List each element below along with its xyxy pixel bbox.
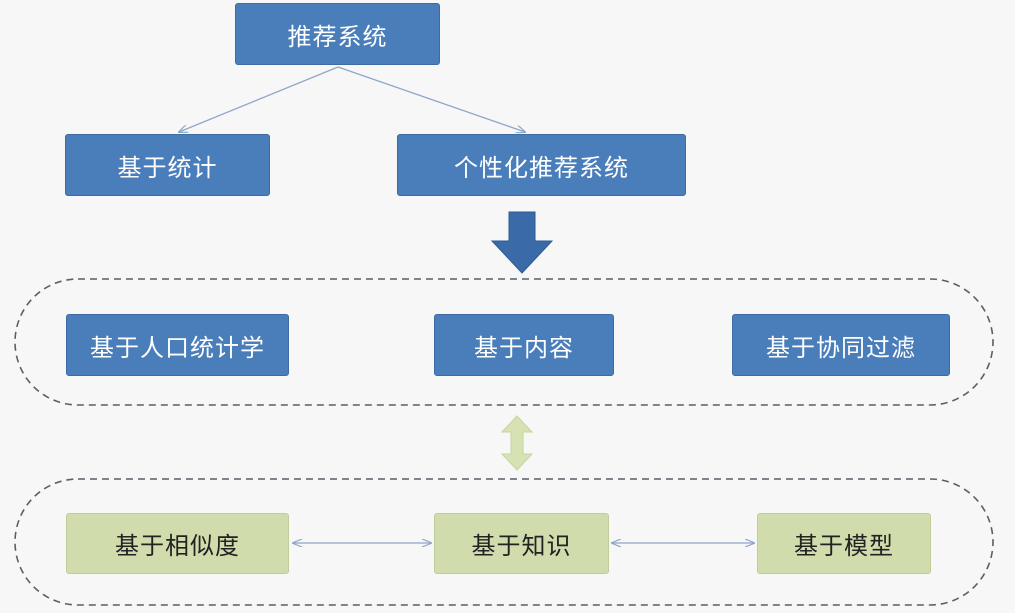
node-collaborative-filtering: 基于协同过滤 [732, 314, 950, 376]
node-similarity-based: 基于相似度 [66, 513, 289, 574]
node-content-based: 基于内容 [434, 314, 614, 376]
dashed-group-bottom [14, 478, 994, 606]
connector-root-personal [337, 66, 525, 132]
node-personalized-recommender: 个性化推荐系统 [397, 134, 686, 196]
node-recommender-system: 推荐系统 [235, 3, 440, 65]
node-label: 基于模型 [794, 532, 894, 560]
node-label: 推荐系统 [287, 22, 388, 51]
node-label: 基于相似度 [115, 532, 240, 560]
node-label: 基于协同过滤 [766, 333, 916, 362]
connector-root-stat [179, 66, 339, 132]
node-label: 基于知识 [471, 532, 572, 560]
double-arrow-icon [500, 415, 534, 471]
node-knowledge-based: 基于知识 [434, 513, 609, 574]
node-statistics-based: 基于统计 [65, 134, 270, 196]
down-arrow-icon [490, 211, 554, 274]
dashed-group-top [14, 278, 994, 406]
node-model-based: 基于模型 [757, 513, 931, 574]
node-label: 基于统计 [117, 153, 218, 182]
node-label: 个性化推荐系统 [454, 153, 629, 182]
node-label: 基于人口统计学 [90, 333, 265, 362]
node-label: 基于内容 [474, 333, 574, 362]
node-demographic-based: 基于人口统计学 [66, 314, 289, 376]
